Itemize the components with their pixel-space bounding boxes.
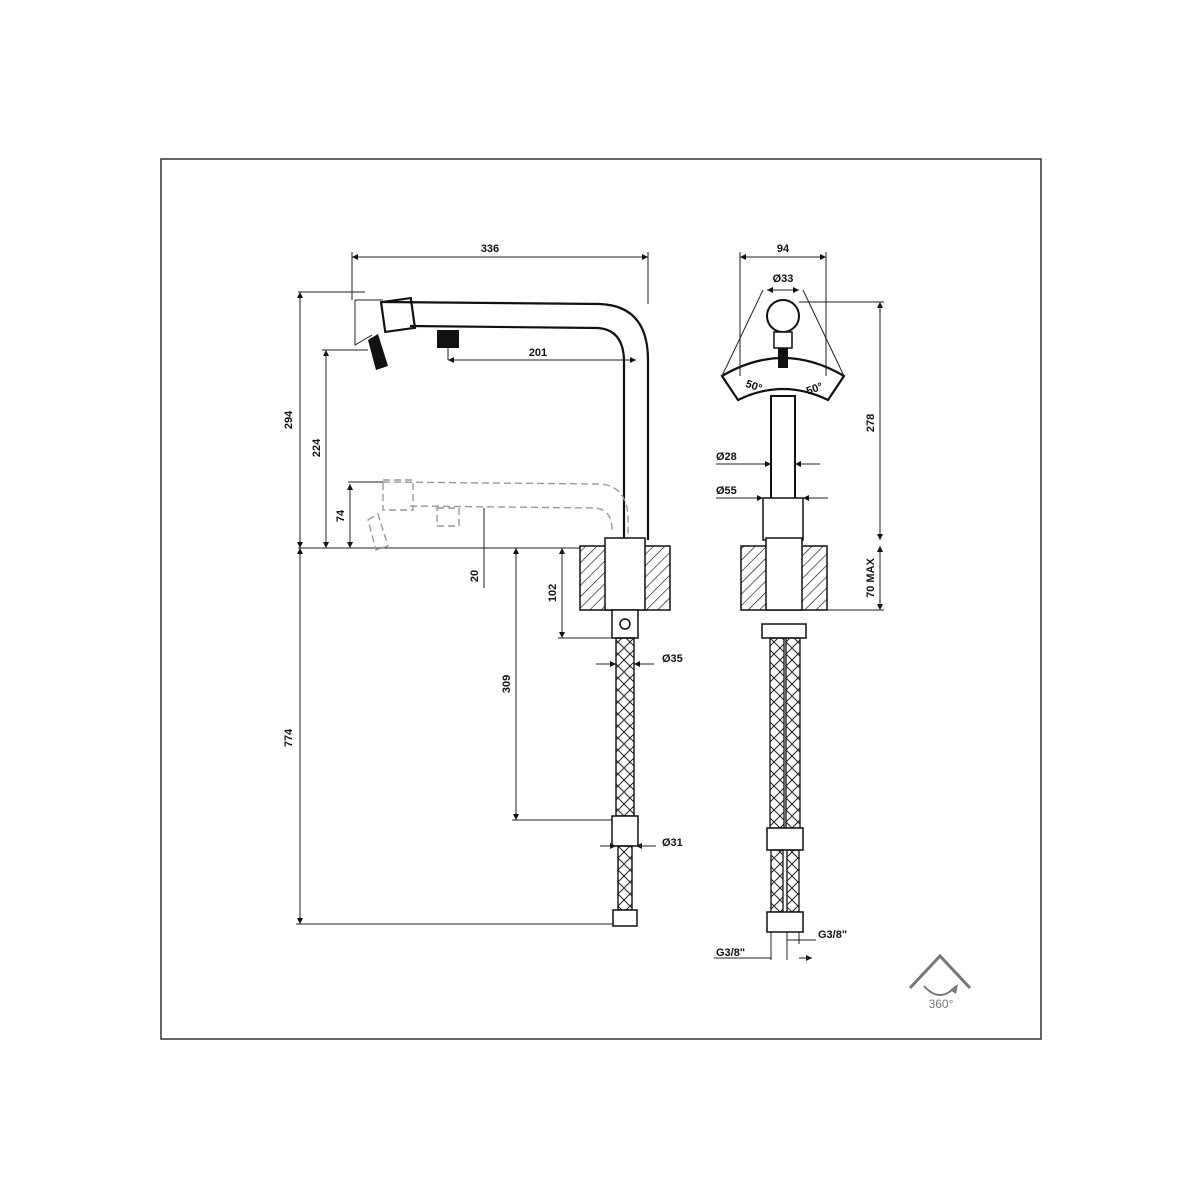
rotation-icon: 360°: [908, 953, 972, 1011]
drawing-frame: [160, 158, 1042, 1040]
overall-width-label: 336: [481, 243, 499, 255]
lowered-drop-label: 20: [469, 570, 481, 582]
shank-diameter-label: Ø35: [662, 653, 683, 665]
right-swing-label: 50°: [805, 381, 825, 398]
hose-length-label: 309: [501, 675, 513, 693]
side-body: [579, 537, 671, 927]
total-length-label: 774: [283, 728, 295, 747]
left-swing-label: 50°: [744, 378, 764, 395]
max-height-label: 294: [283, 410, 295, 429]
spout-diameter-label: Ø33: [773, 273, 794, 285]
width-label: 94: [777, 243, 790, 255]
rotation-label: 360°: [929, 997, 954, 1011]
raised-height-label: 224: [311, 438, 323, 457]
hose-diameter-label: Ø31: [662, 837, 683, 849]
side-view: 336 201 294 224 74 20 102: [283, 243, 683, 927]
raised-spout: [354, 296, 650, 540]
spout-reach-label: 201: [529, 347, 547, 359]
base-diameter-label: Ø55: [716, 485, 737, 497]
front-dimensions: 94 Ø33 278 Ø28 Ø55 70 MAX G3/8": [714, 243, 884, 961]
lowered-spout-ghost: [348, 479, 629, 551]
side-dimensions: 336 201 294 224 74 20 102: [283, 243, 683, 925]
column-height-label: 278: [865, 414, 877, 432]
hose-thread-left-label: G3/8": [716, 947, 745, 959]
column-diameter-label: Ø28: [716, 451, 737, 463]
body-depth-label: 102: [547, 584, 559, 602]
front-view: 50° 50° 94 Ø33: [714, 243, 884, 961]
lowered-height-label: 74: [335, 509, 347, 522]
deck-thickness-label: 70 MAX: [865, 557, 877, 597]
hose-thread-right-label: G3/8": [818, 929, 847, 941]
